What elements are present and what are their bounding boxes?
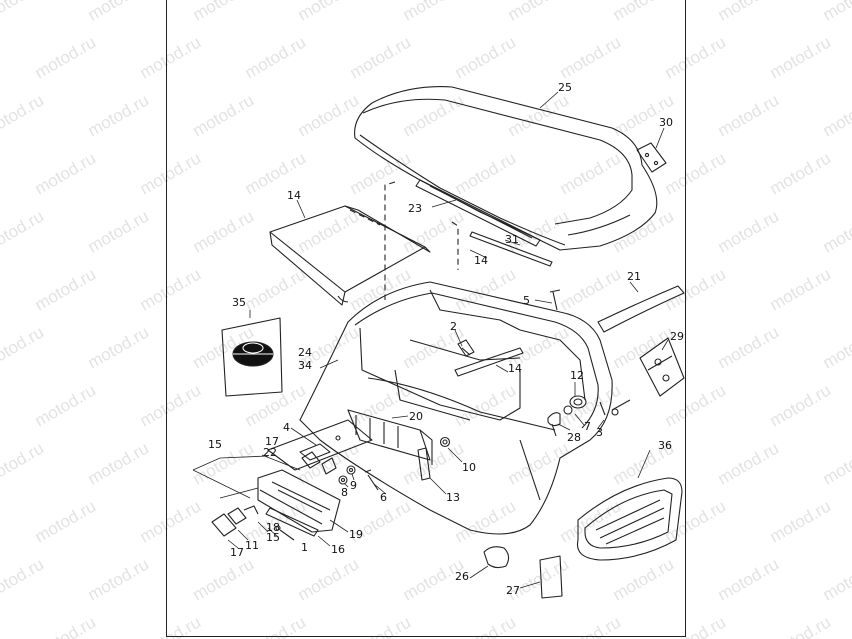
callout-label: 14 (508, 362, 522, 375)
strap-part-14-lower (454, 347, 524, 377)
callout-label: 29 (670, 330, 684, 343)
bracket-part-22 (347, 409, 433, 465)
bumper-part-28 (483, 546, 510, 569)
case-body (299, 281, 613, 535)
screw-part-5 (549, 289, 561, 311)
callout-label: 18 (266, 521, 280, 534)
callout-label: 3 (596, 426, 603, 439)
callout-label: 25 (558, 81, 572, 94)
callout-label: 15 (208, 438, 222, 451)
callout-label: 15 (266, 531, 280, 544)
callout-label: 2 (450, 320, 457, 333)
clip-part-24 (301, 451, 337, 475)
liner-part-14-upper (269, 205, 431, 306)
diagram-frame (166, 0, 686, 637)
emblem-part-35 (221, 317, 283, 397)
leader-lines (192, 91, 669, 589)
callout-label: 8 (341, 486, 348, 499)
callout-label: 21 (627, 270, 641, 283)
seal-part-23 (597, 285, 685, 333)
assembly-guides (349, 181, 459, 300)
strip-part-33 (469, 231, 553, 267)
callout-label: 16 (331, 543, 345, 556)
plate-part-31 (639, 337, 685, 397)
callout-label: 22 (263, 446, 277, 459)
callout-label: 26 (455, 570, 469, 583)
nuts-part-8-9 (338, 465, 356, 485)
pin-part-2 (457, 339, 475, 357)
strip-part-18 (265, 507, 319, 537)
callout-label: 10 (462, 461, 476, 474)
callout-label: 20 (409, 410, 423, 423)
grommet-part-10 (439, 436, 451, 448)
callout-label: 11 (245, 539, 259, 552)
plate-part-32 (636, 142, 667, 173)
callout-label: 17 (265, 435, 279, 448)
callout-label: 14 (287, 189, 301, 202)
screw-part-6 (364, 469, 379, 491)
callout-label: 24 (298, 346, 312, 359)
card-part-29 (539, 555, 563, 599)
callout-label: 6 (380, 491, 387, 504)
latch-small-parts (211, 505, 295, 541)
lid-part-27 (354, 86, 658, 251)
callout-label: 5 (523, 294, 530, 307)
callout-label: 23 (408, 202, 422, 215)
hinge-part-25 (415, 179, 541, 247)
callout-label: 12 (570, 369, 584, 382)
callout-label: 36 (658, 439, 672, 452)
callout-label: 14 (474, 254, 488, 267)
callout-label: 13 (446, 491, 460, 504)
lock-components (547, 395, 631, 437)
callout-label: 4 (283, 421, 290, 434)
callout-label: 31 (505, 233, 519, 246)
callout-label: 28 (567, 431, 581, 444)
callout-label: 30 (659, 116, 673, 129)
callout-label: 1 (301, 541, 308, 554)
callout-label: 9 (350, 479, 357, 492)
callout-label: 35 (232, 296, 246, 309)
callout-label: 7 (584, 420, 591, 433)
light-part-36 (576, 477, 683, 561)
callout-label: 17 (230, 546, 244, 559)
callout-label: 27 (506, 584, 520, 597)
latch-part-21 (257, 469, 341, 533)
callout-label: 19 (349, 528, 363, 541)
plate-part-17 (267, 419, 373, 471)
callout-label: 34 (298, 359, 312, 372)
